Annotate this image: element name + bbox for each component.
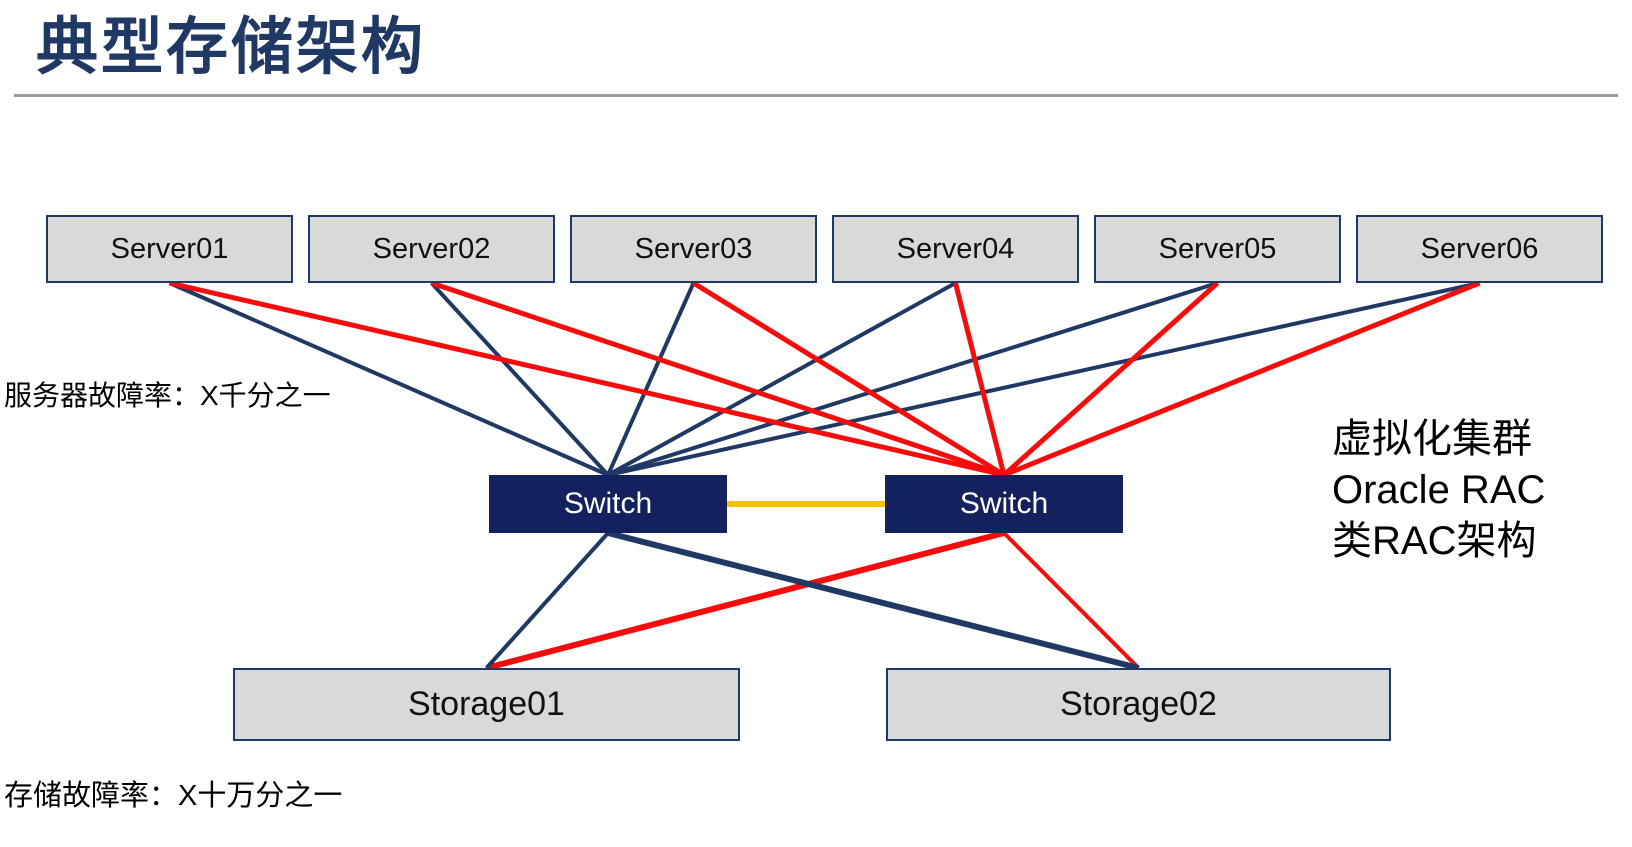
edge-switch-right-storage01 <box>485 530 1005 671</box>
title-divider-line <box>14 94 1618 97</box>
diagram-node-server05: Server05 <box>1094 215 1341 283</box>
diagram-node-server02: Server02 <box>308 215 555 283</box>
edge-switch-left-storage01 <box>485 531 610 670</box>
server02-label: Server02 <box>372 232 491 265</box>
server06-label: Server06 <box>1420 232 1539 265</box>
edge-server03-switch-right <box>692 280 1006 478</box>
architecture-note: 虚拟化集群 Oracle RAC 类RAC架构 <box>1332 414 1545 567</box>
server03-label: Server03 <box>634 232 753 265</box>
diagram-node-server04: Server04 <box>832 215 1079 283</box>
server04-label: Server04 <box>896 232 1015 265</box>
diagram-node-storage02: Storage02 <box>886 668 1391 741</box>
edge-server03-switch-left <box>606 282 696 476</box>
diagram-node-server01: Server01 <box>46 215 293 283</box>
architecture-note-line2: Oracle RAC <box>1332 468 1546 512</box>
switch-right-label: Switch <box>959 487 1049 520</box>
page-title: 典型存储架构 <box>36 13 427 82</box>
diagram-node-switch-left: Switch <box>489 475 727 533</box>
edge-server04-switch-right <box>953 282 1007 476</box>
edge-server05-switch-left <box>607 281 1219 477</box>
architecture-note-line3: 类RAC架构 <box>1332 519 1537 563</box>
edge-switch-right-storage02 <box>1002 531 1140 670</box>
switch-left-label: Switch <box>563 487 653 520</box>
storage01-label: Storage01 <box>408 685 565 723</box>
server-failure-rate-note: 服务器故障率：X千分之一 <box>4 380 331 411</box>
edge-server02-switch-right <box>430 280 1005 478</box>
edge-switch-left-storage02 <box>607 530 1140 671</box>
edge-server02-switch-left <box>430 281 610 477</box>
diagram-node-switch-right: Switch <box>885 475 1123 533</box>
diagram-node-server03: Server03 <box>570 215 817 283</box>
diagram-node-server06: Server06 <box>1356 215 1603 283</box>
diagram-node-storage01: Storage01 <box>233 668 740 741</box>
server05-label: Server05 <box>1158 232 1277 265</box>
edge-server05-switch-right <box>1002 281 1220 477</box>
architecture-note-line1: 虚拟化集群 <box>1332 417 1532 461</box>
storage-failure-rate-note: 存储故障率：X十万分之一 <box>4 780 343 812</box>
edge-server04-switch-left <box>607 281 957 477</box>
server01-label: Server01 <box>110 232 229 265</box>
storage02-label: Storage02 <box>1060 685 1217 723</box>
